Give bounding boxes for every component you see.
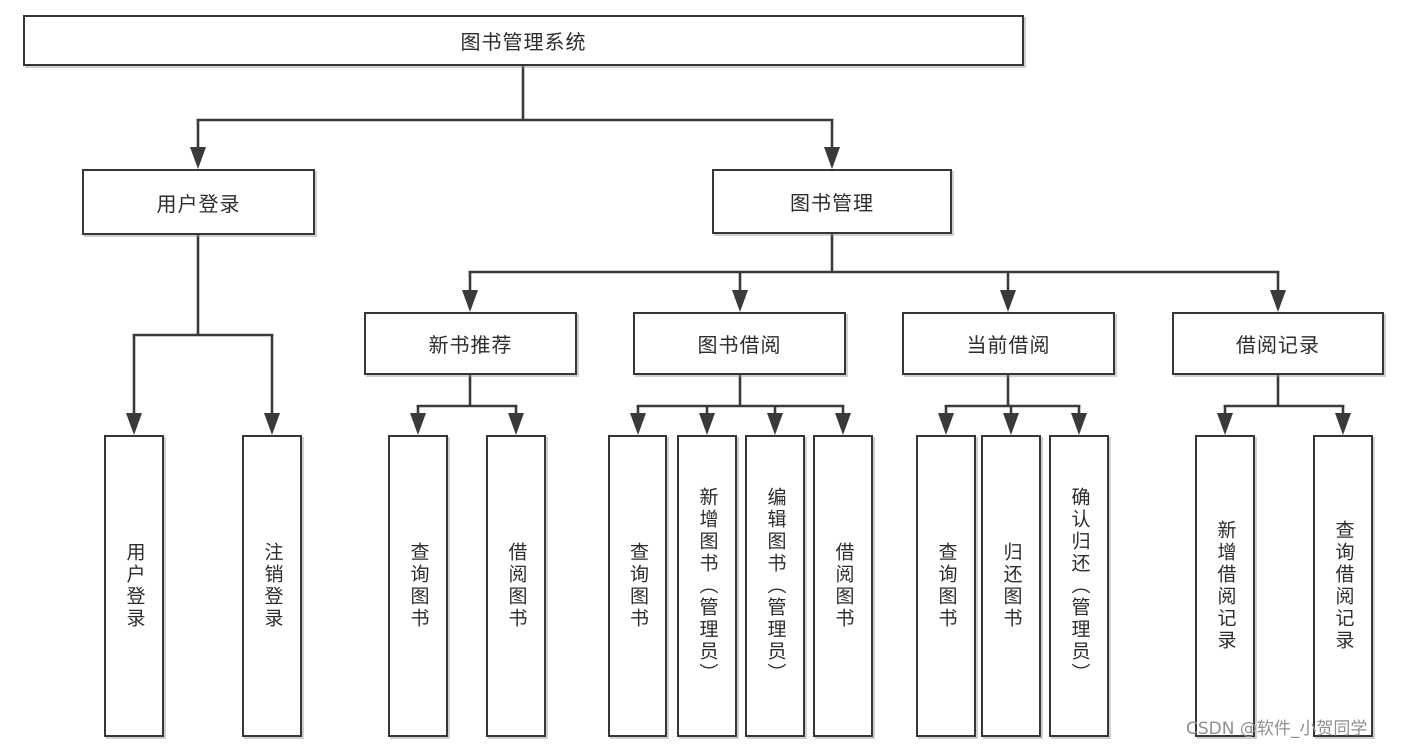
- node-borrow-record: 借阅记录: [1172, 312, 1384, 375]
- arrow-down-icon: [1000, 290, 1016, 312]
- node-leaf-add-borrow-record: 新增借阅记录: [1195, 435, 1255, 737]
- node-root-system: 图书管理系统: [23, 15, 1024, 66]
- arrow-down-icon: [264, 413, 280, 435]
- arrow-down-icon: [938, 413, 954, 435]
- arrow-down-icon: [835, 413, 851, 435]
- arrow-down-icon: [699, 413, 715, 435]
- arrow-down-icon: [630, 413, 646, 435]
- node-leaf-recommend-borrow-book: 借阅图书: [486, 435, 546, 737]
- csdn-watermark: CSDN @软件_小贺同学: [1186, 719, 1368, 739]
- node-leaf-borrow-query-book: 查询图书: [608, 435, 667, 737]
- node-leaf-edit-book-admin: 编辑图书（管理员）: [745, 435, 805, 737]
- arrow-down-icon: [732, 290, 748, 312]
- arrow-down-icon: [410, 413, 426, 435]
- arrow-down-icon: [824, 147, 840, 169]
- node-current-borrow: 当前借阅: [902, 312, 1115, 375]
- node-leaf-user-login: 用户登录: [104, 435, 164, 737]
- node-user-login: 用户登录: [82, 169, 315, 235]
- arrow-down-icon: [767, 413, 783, 435]
- arrow-down-icon: [190, 147, 206, 169]
- arrow-down-icon: [508, 413, 524, 435]
- node-leaf-borrow-book: 借阅图书: [813, 435, 873, 737]
- edge-root-to-level2: [190, 66, 840, 169]
- arrow-down-icon: [126, 413, 142, 435]
- edge-borrow-record-children: [1217, 375, 1351, 435]
- node-leaf-query-borrow-record: 查询借阅记录: [1313, 435, 1373, 737]
- edge-user-login-children: [126, 235, 280, 435]
- node-leaf-add-book-admin: 新增图书（管理员）: [677, 435, 737, 737]
- arrow-down-icon: [1003, 413, 1019, 435]
- node-leaf-confirm-return-admin: 确认归还（管理员）: [1049, 435, 1109, 737]
- node-leaf-logout: 注销登录: [242, 435, 302, 737]
- node-leaf-return-book: 归还图书: [981, 435, 1041, 737]
- edge-book-borrow-children: [630, 375, 851, 435]
- node-leaf-current-query-book: 查询图书: [916, 435, 976, 737]
- edge-book-mgmt-children: [462, 234, 1286, 312]
- edge-current-borrow-children: [938, 375, 1087, 435]
- edge-new-book-rec-children: [410, 375, 524, 435]
- arrow-down-icon: [1071, 413, 1087, 435]
- node-book-borrow: 图书借阅: [633, 312, 846, 375]
- node-book-management: 图书管理: [712, 169, 952, 234]
- arrow-down-icon: [462, 290, 478, 312]
- arrow-down-icon: [1335, 413, 1351, 435]
- node-new-book-recommend: 新书推荐: [364, 312, 577, 375]
- arrow-down-icon: [1217, 413, 1233, 435]
- node-leaf-recommend-query-book: 查询图书: [388, 435, 448, 737]
- arrow-down-icon: [1270, 290, 1286, 312]
